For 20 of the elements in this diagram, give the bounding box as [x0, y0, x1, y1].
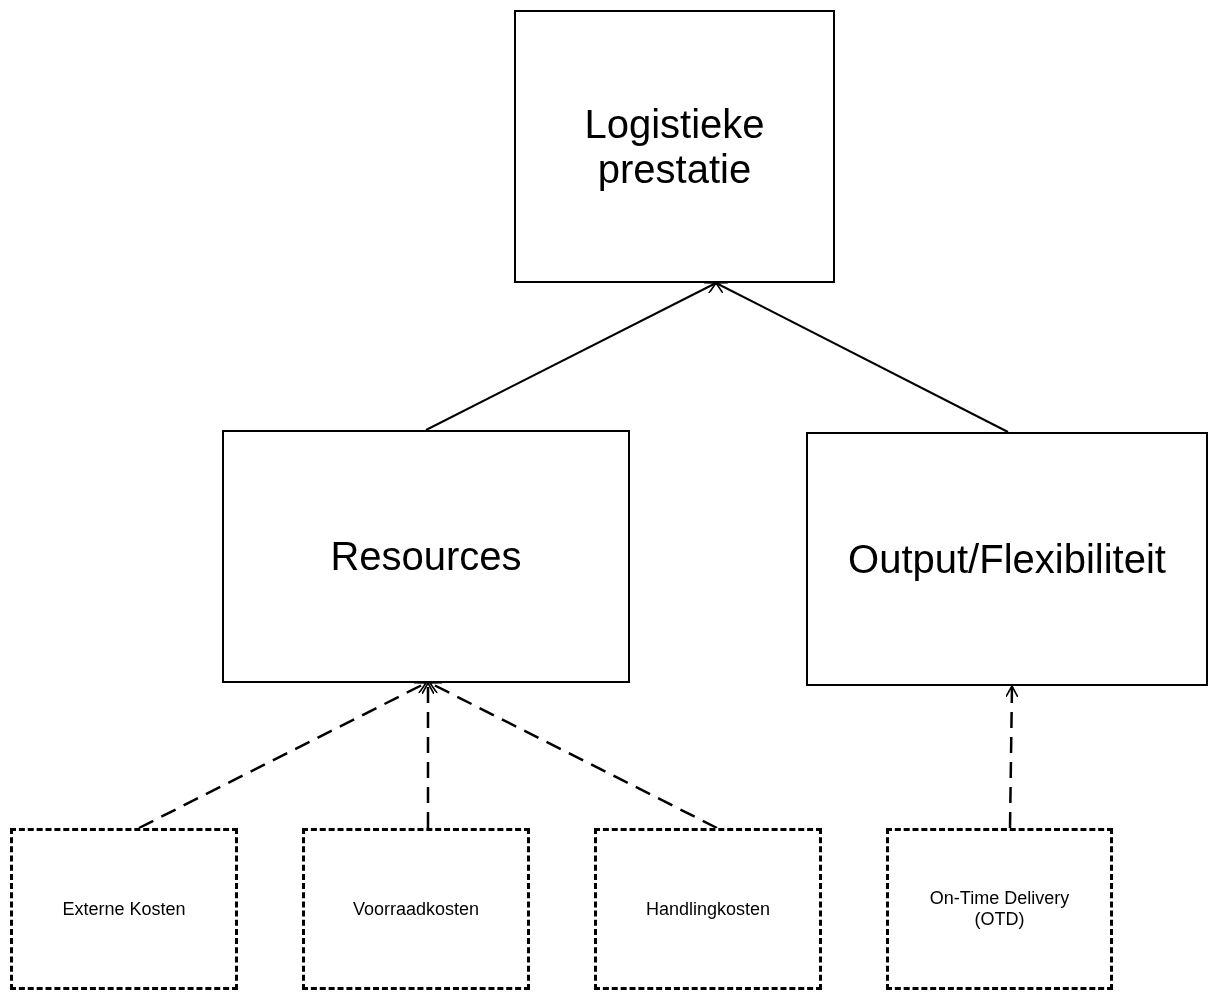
process-box [514, 10, 835, 283]
arrow [138, 681, 427, 830]
process-box [806, 432, 1208, 686]
process-box [222, 430, 630, 683]
box-label: Output/Flexibiliteit [848, 536, 1166, 582]
dashed-box [302, 828, 530, 990]
box-label: Logistieke prestatie [583, 101, 766, 192]
box-label: On-Time Delivery (OTD) [928, 888, 1071, 930]
box-label: Resources [330, 534, 522, 579]
dashed-box [10, 828, 238, 990]
arrow [425, 281, 717, 431]
box-label: Voorraadkosten [352, 898, 480, 920]
arrow [429, 681, 718, 830]
arrow [1005, 685, 1019, 828]
arrow [715, 281, 1009, 433]
box-label: Handlingkosten [645, 898, 771, 920]
dashed-box [886, 828, 1113, 990]
arrow [421, 682, 435, 828]
dashed-box [594, 828, 822, 990]
box-label: Externe Kosten [62, 898, 186, 920]
